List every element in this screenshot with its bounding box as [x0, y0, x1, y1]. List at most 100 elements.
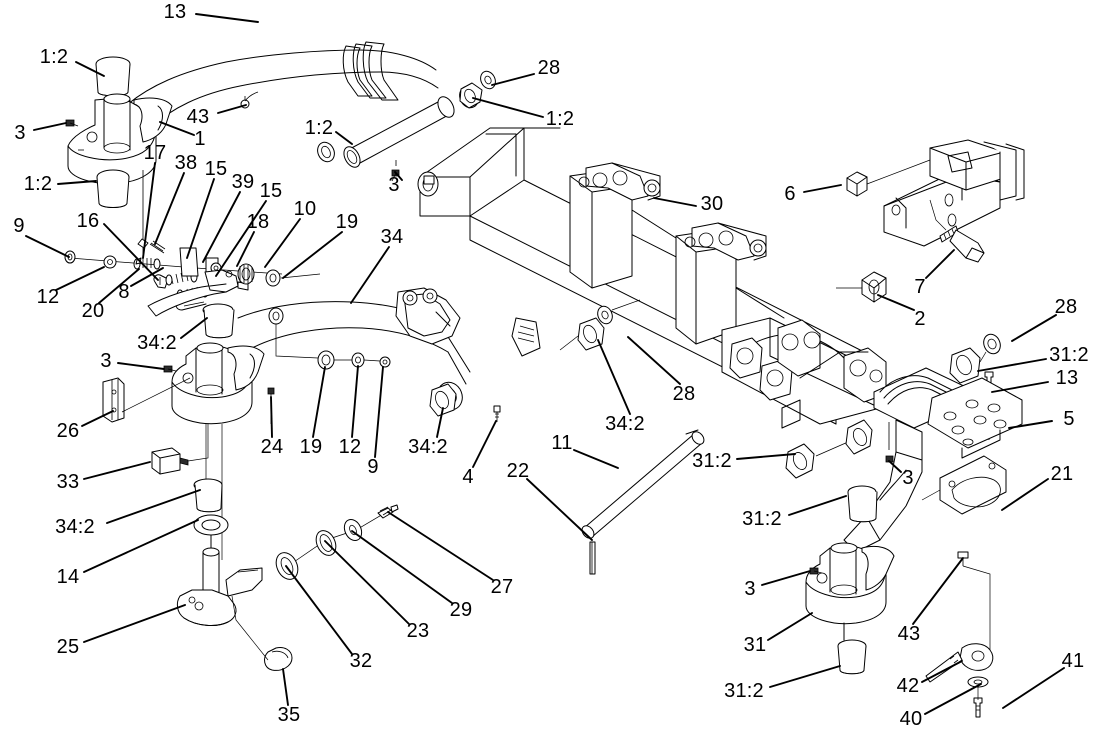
callout-label-15: 15	[204, 158, 228, 180]
callout-label-31: 31	[743, 634, 767, 656]
leader-line-19	[312, 366, 326, 438]
leader-line-29	[351, 530, 453, 604]
callout-label-34-2: 34:2	[55, 516, 95, 538]
leader-line-41	[1002, 667, 1065, 709]
leader-line-5	[1008, 420, 1053, 429]
callout-label-9: 9	[13, 215, 25, 237]
callout-label-1-2: 1:2	[39, 46, 69, 68]
leader-line-13	[991, 381, 1049, 393]
leader-line-25	[83, 604, 186, 643]
leader-line-40	[924, 683, 982, 715]
left-lower-arm-assembly	[102, 287, 541, 671]
left-upper-arm-assembly	[65, 41, 439, 208]
callout-label-22: 22	[506, 460, 530, 482]
callout-label-32: 32	[349, 650, 373, 672]
callout-label-6: 6	[784, 183, 796, 205]
callout-label-11: 11	[551, 432, 573, 454]
leader-line-9	[374, 366, 384, 458]
leader-line-20	[98, 268, 140, 304]
leader-line-11	[573, 449, 619, 469]
leader-line-38	[154, 172, 185, 245]
leader-line-16	[103, 223, 159, 281]
callout-label-31-2: 31:2	[692, 450, 732, 472]
callout-label-40: 40	[899, 708, 923, 730]
leader-line-39	[202, 191, 241, 263]
callout-label-9: 9	[367, 456, 379, 478]
callout-label-20: 20	[81, 300, 105, 322]
callout-label-3: 3	[14, 122, 26, 144]
leader-line-13	[195, 13, 259, 23]
callout-label-2: 2	[914, 308, 926, 330]
callout-label-12: 12	[338, 436, 362, 458]
callout-label-25: 25	[56, 636, 80, 658]
callout-label-13: 13	[1055, 367, 1079, 389]
callout-label-1-2: 1:2	[304, 117, 334, 139]
callout-label-29: 29	[449, 599, 473, 621]
leader-line-43	[217, 104, 247, 114]
callout-label-3: 3	[744, 578, 756, 600]
leader-line-35	[282, 668, 289, 706]
leader-line-28	[1011, 314, 1057, 342]
callout-label-18: 18	[246, 211, 270, 233]
callout-label-3: 3	[100, 350, 112, 372]
leader-line-34-2	[436, 407, 444, 438]
leader-line-4	[472, 420, 497, 468]
leader-line-1	[159, 121, 195, 136]
callout-label-35: 35	[277, 704, 301, 726]
callout-label-28: 28	[672, 383, 696, 405]
leader-line-34-2	[106, 489, 201, 524]
callout-label-43: 43	[186, 106, 210, 128]
callout-label-33: 33	[56, 471, 80, 493]
callout-label-34-2: 34:2	[137, 332, 177, 354]
callout-label-27: 27	[490, 576, 514, 598]
leader-line-15	[215, 200, 267, 277]
callout-label-16: 16	[76, 210, 100, 232]
callout-label-12: 12	[36, 286, 60, 308]
leader-line-1-2	[472, 97, 544, 118]
right-lower-arm-assembly	[785, 333, 1023, 718]
leader-line-12	[351, 365, 359, 438]
callout-label-38: 38	[174, 152, 198, 174]
leader-line-34-2	[180, 317, 208, 339]
leader-line-31	[767, 612, 813, 641]
leader-line-3	[761, 570, 811, 586]
callout-label-17: 17	[143, 142, 167, 164]
leader-line-9	[25, 235, 70, 258]
leader-line-24	[270, 396, 273, 438]
callout-label-10: 10	[293, 198, 317, 220]
callout-label-39: 39	[231, 171, 255, 193]
callout-leader-lines	[25, 13, 1065, 715]
leader-line-3	[117, 362, 165, 370]
leader-line-12	[55, 266, 105, 291]
callout-label-31-2: 31:2	[724, 680, 764, 702]
leader-line-18	[236, 231, 255, 267]
leader-line-8	[130, 267, 164, 287]
callout-label-19: 19	[335, 211, 359, 233]
callout-label-3: 3	[902, 467, 914, 489]
callout-label-43: 43	[897, 623, 921, 645]
leader-line-43	[912, 557, 964, 625]
leader-line-1-2	[335, 131, 353, 145]
leader-line-3	[33, 122, 67, 131]
leader-line-3	[888, 460, 902, 473]
leader-line-31-2	[769, 665, 841, 688]
leader-line-31-2	[788, 495, 847, 516]
leader-line-7	[925, 249, 955, 279]
callout-label-1: 1	[194, 128, 206, 150]
callout-label-4: 4	[462, 466, 474, 488]
leader-line-33	[83, 461, 151, 480]
leader-line-27	[387, 511, 494, 581]
callout-label-23: 23	[406, 620, 430, 642]
callout-label-13: 13	[163, 1, 187, 23]
leader-line-26	[81, 410, 114, 427]
leader-line-14	[83, 519, 199, 573]
leader-line-34-2	[597, 339, 631, 415]
leader-line-19	[282, 231, 343, 279]
main-frame-assembly	[267, 70, 887, 575]
callout-label-14: 14	[56, 566, 80, 588]
callout-label-34-2: 34:2	[605, 413, 645, 435]
leader-line-30	[653, 197, 697, 207]
callout-label-1-2: 1:2	[23, 173, 53, 195]
leader-line-31-2	[977, 358, 1047, 372]
leader-line-17	[142, 162, 156, 259]
